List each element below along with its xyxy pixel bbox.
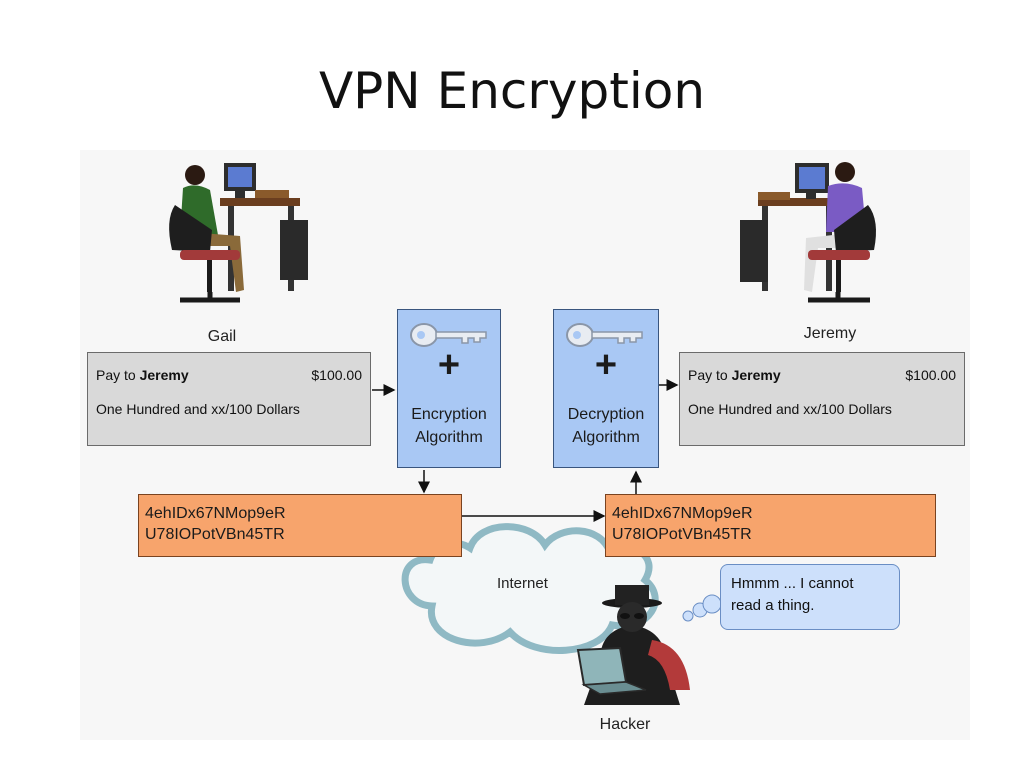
key-icon [410,323,487,347]
encryption-plus: + [437,344,461,386]
sender-amount-words: One Hundred and xx/100 Dollars [96,401,300,417]
sender-amount: $100.00 [311,367,362,383]
receiver-amount-words: One Hundred and xx/100 Dollars [688,401,892,417]
jeremy-workstation-icon [740,162,876,303]
decryption-plus: + [594,344,618,386]
sender-name: Gail [207,328,237,345]
key-icon [566,323,643,347]
sender-plaintext-check: Pay to Jeremy $100.00 One Hundred and xx… [87,352,371,446]
ciphertext-sent-line1: 4ehIDx67NMop9eR [145,505,286,522]
hacker-label: Hacker [599,716,651,733]
hacker-thought-bubble: Hmmm ... I cannot read a thing. [720,564,900,630]
gail-workstation-icon [169,163,308,303]
decryption-algorithm-box: + Decryption Algorithm [553,309,659,468]
ciphertext-sent: 4ehIDx67NMop9eR U78IOPotVBn45TR [138,494,462,557]
encryption-algorithm-box: + Encryption Algorithm [397,309,501,468]
sender-pay-to: Pay to Jeremy [96,367,189,383]
decryption-label: Decryption Algorithm [567,406,645,446]
laptop-icon [576,646,647,695]
receiver-plaintext-check: Pay to Jeremy $100.00 One Hundred and xx… [679,352,965,446]
thought-line2: read a thing. [731,597,815,614]
ciphertext-sent-line2: U78IOPotVBn45TR [145,526,285,543]
internet-label: Internet [497,575,548,592]
thought-bubble-icon [682,594,722,622]
ciphertext-received-line1: 4ehIDx67NMop9eR [612,505,753,522]
ciphertext-received: 4ehIDx67NMop9eR U78IOPotVBn45TR [605,494,936,557]
receiver-name: Jeremy [803,325,857,342]
slide-title: VPN Encryption [318,62,706,120]
receiver-pay-to: Pay to Jeremy [688,367,781,383]
encryption-label: Encryption Algorithm [411,406,487,446]
ciphertext-received-line2: U78IOPotVBn45TR [612,526,752,543]
receiver-amount: $100.00 [905,367,956,383]
thought-line1: Hmmm ... I cannot [731,575,854,592]
cloud-icon [401,523,659,654]
